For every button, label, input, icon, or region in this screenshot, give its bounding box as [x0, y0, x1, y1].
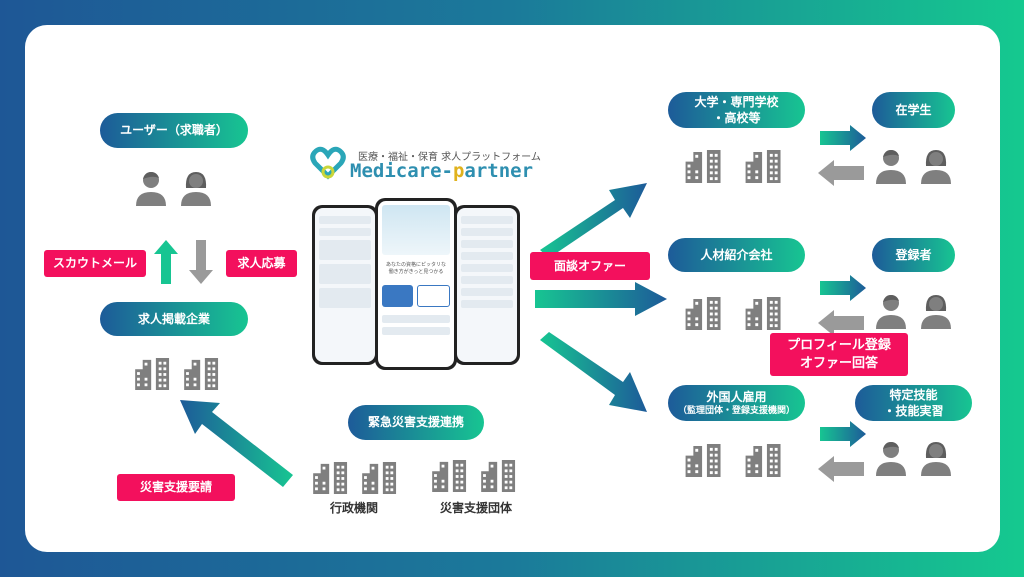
emergency-label: 緊急災害支援連携: [367, 415, 464, 430]
building-icon: [362, 462, 400, 494]
person-male-icon: [875, 293, 907, 329]
skilled-worker-pill: 特定技能・技能実習: [855, 385, 972, 421]
phone-right: [454, 205, 520, 365]
scout-mail-badge: スカウトメール: [44, 250, 146, 277]
emergency-pill: 緊急災害支援連携: [348, 405, 484, 440]
phone-left: [312, 205, 378, 365]
building-icon: [184, 358, 222, 390]
building-icon: [685, 297, 725, 330]
logo-name-part1: Medicare-: [350, 160, 453, 182]
logo-name: Medicare-partner: [350, 160, 533, 182]
agency-pill: 人材紹介会社: [668, 238, 805, 272]
logo-name-p: p: [452, 160, 465, 182]
job-seeker-label: ユーザー（求職者）: [120, 123, 228, 138]
arrow-right-icon: [820, 421, 866, 447]
job-seeker-pill: ユーザー（求職者）: [100, 113, 248, 148]
arrow-up-icon: [154, 240, 178, 284]
skilled-label-1: 特定技能: [889, 387, 938, 402]
arrow-down-icon: [189, 240, 213, 284]
building-icon: [313, 462, 351, 494]
person-male-icon: [135, 170, 167, 206]
support-org-label: 災害支援団体: [440, 501, 513, 515]
disaster-request-label: 災害支援要請: [139, 480, 212, 495]
school-pill: 大学・専門学校・高校等: [668, 92, 805, 128]
gov-label: 行政機関: [330, 501, 379, 515]
scout-mail-label: スカウトメール: [52, 256, 137, 271]
building-icon: [745, 444, 785, 477]
arrow-left-icon: [818, 160, 864, 186]
student-label: 在学生: [895, 102, 932, 117]
building-icon: [685, 444, 725, 477]
arrow-to-foreign-icon: [540, 332, 647, 412]
building-icon: [745, 297, 785, 330]
phone-headline-2: 働き方がきっと見つかる: [388, 269, 444, 275]
school-label-2: ・高校等: [712, 111, 761, 125]
logo-tagline: 医療・福祉・保育 求人プラットフォーム: [358, 152, 541, 163]
heart-logo-icon: [310, 146, 346, 180]
arrow-right-icon: [820, 275, 866, 301]
logo-name-part2: artner: [464, 160, 534, 182]
arrow-right-icon: [820, 125, 866, 151]
diagonal-arrow-icon: [180, 400, 293, 487]
foreign-label-2: （監理団体・登録支援機関）: [677, 406, 795, 417]
company-label: 求人掲載企業: [137, 311, 210, 326]
building-icon: [135, 358, 173, 390]
arrow-to-school-icon: [540, 183, 647, 258]
skilled-label-2: ・技能実習: [883, 404, 944, 418]
person-female-icon: [920, 440, 952, 476]
arrow-left-icon: [818, 456, 864, 482]
arrow-left-icon: [818, 310, 864, 336]
disaster-request-badge: 災害支援要請: [117, 474, 235, 501]
building-icon: [745, 150, 785, 183]
building-icon: [685, 150, 725, 183]
person-male-icon: [875, 148, 907, 184]
school-label-1: 大学・専門学校: [694, 94, 779, 109]
person-female-icon: [180, 170, 212, 206]
phone-headline-1: あなたの資格にピッタリな: [385, 262, 446, 268]
foreign-employment-pill: 外国人雇用 （監理団体・登録支援機関）: [668, 385, 805, 421]
building-icon: [432, 460, 470, 492]
person-female-icon: [920, 293, 952, 329]
arrow-to-agency-icon: [535, 282, 667, 316]
foreign-label-1: 外国人雇用: [706, 389, 767, 404]
profile-label-1: プロフィール登録: [787, 337, 891, 353]
agency-label: 人材紹介会社: [700, 247, 773, 262]
phone-center: あなたの資格にピッタリな 働き方がきっと見つかる: [375, 198, 457, 370]
apply-badge: 求人応募: [226, 250, 297, 277]
registrant-pill: 登録者: [872, 238, 955, 272]
company-pill: 求人掲載企業: [100, 302, 248, 336]
interview-offer-badge: 面談オファー: [530, 252, 650, 280]
apply-label: 求人応募: [237, 256, 286, 271]
interview-offer-label: 面談オファー: [553, 258, 626, 273]
student-pill: 在学生: [872, 92, 955, 128]
person-male-icon: [875, 440, 907, 476]
profile-offer-badge: プロフィール登録オファー回答: [770, 333, 908, 376]
profile-label-2: オファー回答: [799, 355, 878, 371]
registrant-label: 登録者: [895, 247, 932, 262]
person-female-icon: [920, 148, 952, 184]
building-icon: [481, 460, 519, 492]
